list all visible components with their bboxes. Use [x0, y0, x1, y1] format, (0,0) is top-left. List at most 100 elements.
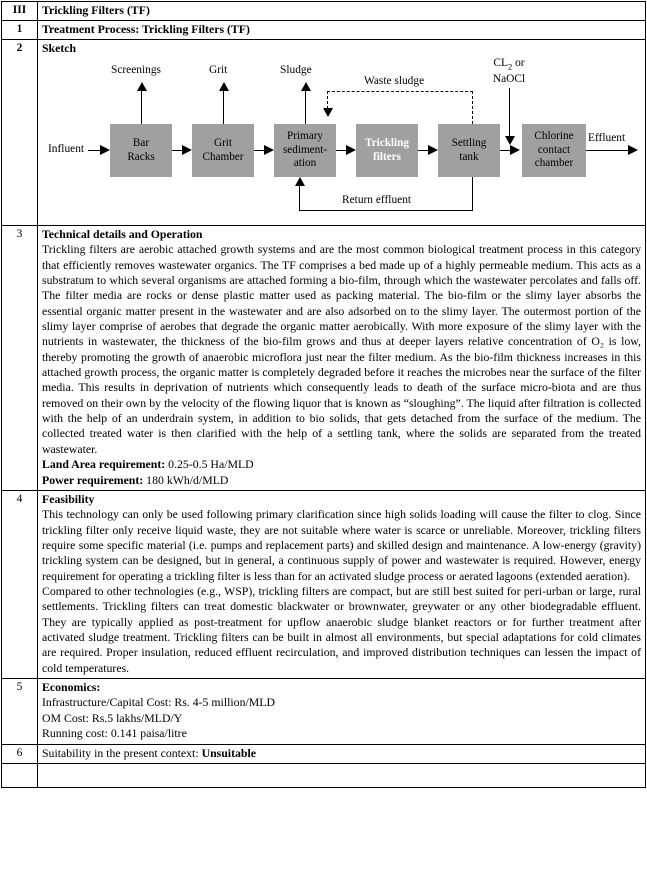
- flow-box-chlorine-contact-chamber: Chlorine contact chamber: [522, 124, 586, 177]
- land-area-label: Land Area requirement:: [42, 457, 166, 472]
- economics-running-cost: Running cost: 0.141 paisa/litre: [42, 726, 187, 741]
- row-number-2: 2: [1, 39, 38, 226]
- flow-box-grit-chamber-line1: Grit: [213, 137, 233, 149]
- row-content-sketch: Sketch Bar Racks Grit Chamber Primary se…: [37, 39, 646, 226]
- arrow-influent: [100, 145, 110, 155]
- technical-details-paragraph: Trickling filters are aerobic attached g…: [42, 242, 641, 456]
- row-content-section-heading: Trickling Filters (TF): [37, 1, 646, 21]
- power-label: Power requirement:: [42, 472, 144, 487]
- arrow-effluent: [628, 145, 638, 155]
- connector-barracks-grit: [172, 150, 184, 151]
- label-sludge: Sludge: [280, 64, 312, 76]
- connector-trickling-settling: [418, 150, 430, 151]
- table-row-suitability: 6 Suitability in the present context: Un…: [1, 743, 646, 765]
- row-number-5: 5: [1, 678, 38, 745]
- flow-box-trickling-filters: Trickling filters: [356, 124, 418, 177]
- connector-sludge-line: [305, 90, 306, 124]
- flow-box-primary-sedimentation: Primary sediment- ation: [274, 124, 336, 177]
- flow-box-trickling-filters-line2: filters: [373, 150, 401, 163]
- arrow-barracks-to-grit: [182, 145, 192, 155]
- label-influent: Influent: [48, 143, 85, 155]
- row-number-III: III: [1, 1, 38, 21]
- arrow-grit: [219, 82, 229, 91]
- table-row-feasibility: 4 Feasibility This technology can only b…: [1, 490, 646, 679]
- return-effluent-downcomer: [472, 177, 473, 210]
- row-content-technical-details: Technical details and Operation Tricklin…: [37, 224, 646, 492]
- flow-box-primary-sedimentation-line2: sediment-: [282, 143, 328, 156]
- connector-chemical-dose-line: [509, 88, 510, 137]
- economics-om-cost: OM Cost: Rs.5 lakhs/MLD/Y: [42, 710, 183, 725]
- return-effluent-riser: [299, 186, 300, 211]
- arrow-return-effluent: [295, 177, 305, 186]
- table-row-section-heading: III Trickling Filters (TF): [1, 1, 646, 21]
- waste-sludge-downcomer: [327, 91, 328, 109]
- label-waste-sludge: Waste sludge: [364, 75, 425, 87]
- economics-heading: Economics:: [42, 680, 101, 694]
- treatment-process-title: Treatment Process: Trickling Filters (TF…: [42, 22, 250, 36]
- arrow-screenings: [137, 82, 147, 91]
- feasibility-paragraph-1: This technology can only be used followi…: [42, 507, 641, 583]
- label-chemical-subscript: 2: [507, 61, 513, 72]
- table-row-economics: 5 Economics: Infrastructure/Capital Cost…: [1, 678, 646, 745]
- arrow-chemical-dose: [505, 136, 515, 145]
- power-requirement: Power requirement: 180 kWh/d/MLD: [42, 473, 641, 489]
- table-row-empty: [1, 763, 646, 789]
- row-number-4: 4: [1, 490, 38, 679]
- label-effluent: Effluent: [588, 132, 626, 144]
- row-content-treatment-process: Treatment Process: Trickling Filters (TF…: [37, 20, 646, 40]
- label-screenings: Screenings: [111, 64, 161, 76]
- flow-box-chlorine-contact-chamber-line3: chamber: [534, 157, 574, 170]
- flow-box-primary-sedimentation-line3: ation: [293, 157, 317, 170]
- row-content-feasibility: Feasibility This technology can only be …: [37, 490, 646, 679]
- table-row-sketch: 2 Sketch Bar Racks Grit Chamber Primary …: [1, 39, 646, 226]
- row-number-3: 3: [1, 224, 38, 492]
- flow-box-trickling-filters-line1: Trickling: [365, 137, 409, 149]
- arrow-waste-sludge: [323, 108, 333, 117]
- suitability-label: Suitability in the present context:: [42, 745, 202, 760]
- arrow-primary-to-trickling: [346, 145, 356, 155]
- feasibility-heading: Feasibility: [42, 492, 95, 507]
- label-chemical-cl: CL: [493, 57, 508, 69]
- connector-primary-trickling: [336, 150, 348, 151]
- row-content-economics: Economics: Infrastructure/Capital Cost: …: [37, 678, 646, 745]
- table-row-technical-details: 3 Technical details and Operation Trickl…: [1, 224, 646, 492]
- connector-settling-chlorine: [500, 150, 514, 151]
- flow-box-chlorine-contact-chamber-line2: contact: [537, 143, 571, 156]
- label-chemical-naocl: NaOCl: [492, 73, 526, 86]
- label-grit: Grit: [209, 64, 228, 76]
- connector-influent-line: [88, 150, 102, 151]
- row-number-empty: [1, 763, 38, 789]
- arrow-grit-to-primary: [264, 145, 274, 155]
- feasibility-paragraph-2: Compared to other technologies (e.g., WS…: [42, 583, 641, 675]
- connector-effluent-line: [586, 150, 631, 151]
- flow-box-chlorine-contact-chamber-line1: Chlorine: [534, 130, 574, 143]
- label-chemical-or: or: [512, 57, 525, 69]
- power-value: 180 kWh/d/MLD: [143, 472, 229, 487]
- label-chemical-dose: CL2 or NaOCl: [472, 57, 546, 86]
- flow-box-grit-chamber: Grit Chamber: [192, 124, 254, 177]
- label-return-effluent: Return effluent: [342, 194, 412, 206]
- flow-box-grit-chamber-line2: Chamber: [202, 150, 244, 163]
- connector-grit-primary: [254, 150, 266, 151]
- connector-grit-line: [223, 90, 224, 124]
- flow-box-bar-racks: Bar Racks: [110, 124, 172, 177]
- table-row-treatment-process: 1 Treatment Process: Trickling Filters (…: [1, 20, 646, 40]
- suitability-line: Suitability in the present context: Unsu…: [42, 746, 641, 762]
- arrow-trickling-to-settling: [428, 145, 438, 155]
- waste-sludge-riser: [472, 91, 473, 124]
- section-title: Trickling Filters (TF): [42, 3, 150, 17]
- arrow-settling-to-chlorine: [510, 145, 520, 155]
- flow-box-settling-tank-line1: Settling: [451, 137, 487, 149]
- connector-screenings-line: [141, 90, 142, 124]
- waste-sludge-crossbar: [327, 91, 473, 92]
- land-area-value: 0.25-0.5 Ha/MLD: [165, 457, 254, 472]
- technology-fact-table: III Trickling Filters (TF) 1 Treatment P…: [1, 1, 646, 789]
- flow-box-bar-racks-line2: Racks: [127, 150, 155, 163]
- technical-details-heading: Technical details and Operation: [42, 227, 203, 241]
- flow-box-primary-sedimentation-line1: Primary: [286, 130, 324, 143]
- sketch-heading: Sketch: [42, 41, 77, 55]
- process-flow-diagram: Bar Racks Grit Chamber Primary sediment-…: [42, 57, 642, 223]
- return-effluent-crossbar: [299, 210, 473, 211]
- flow-box-settling-tank: Settling tank: [438, 124, 500, 177]
